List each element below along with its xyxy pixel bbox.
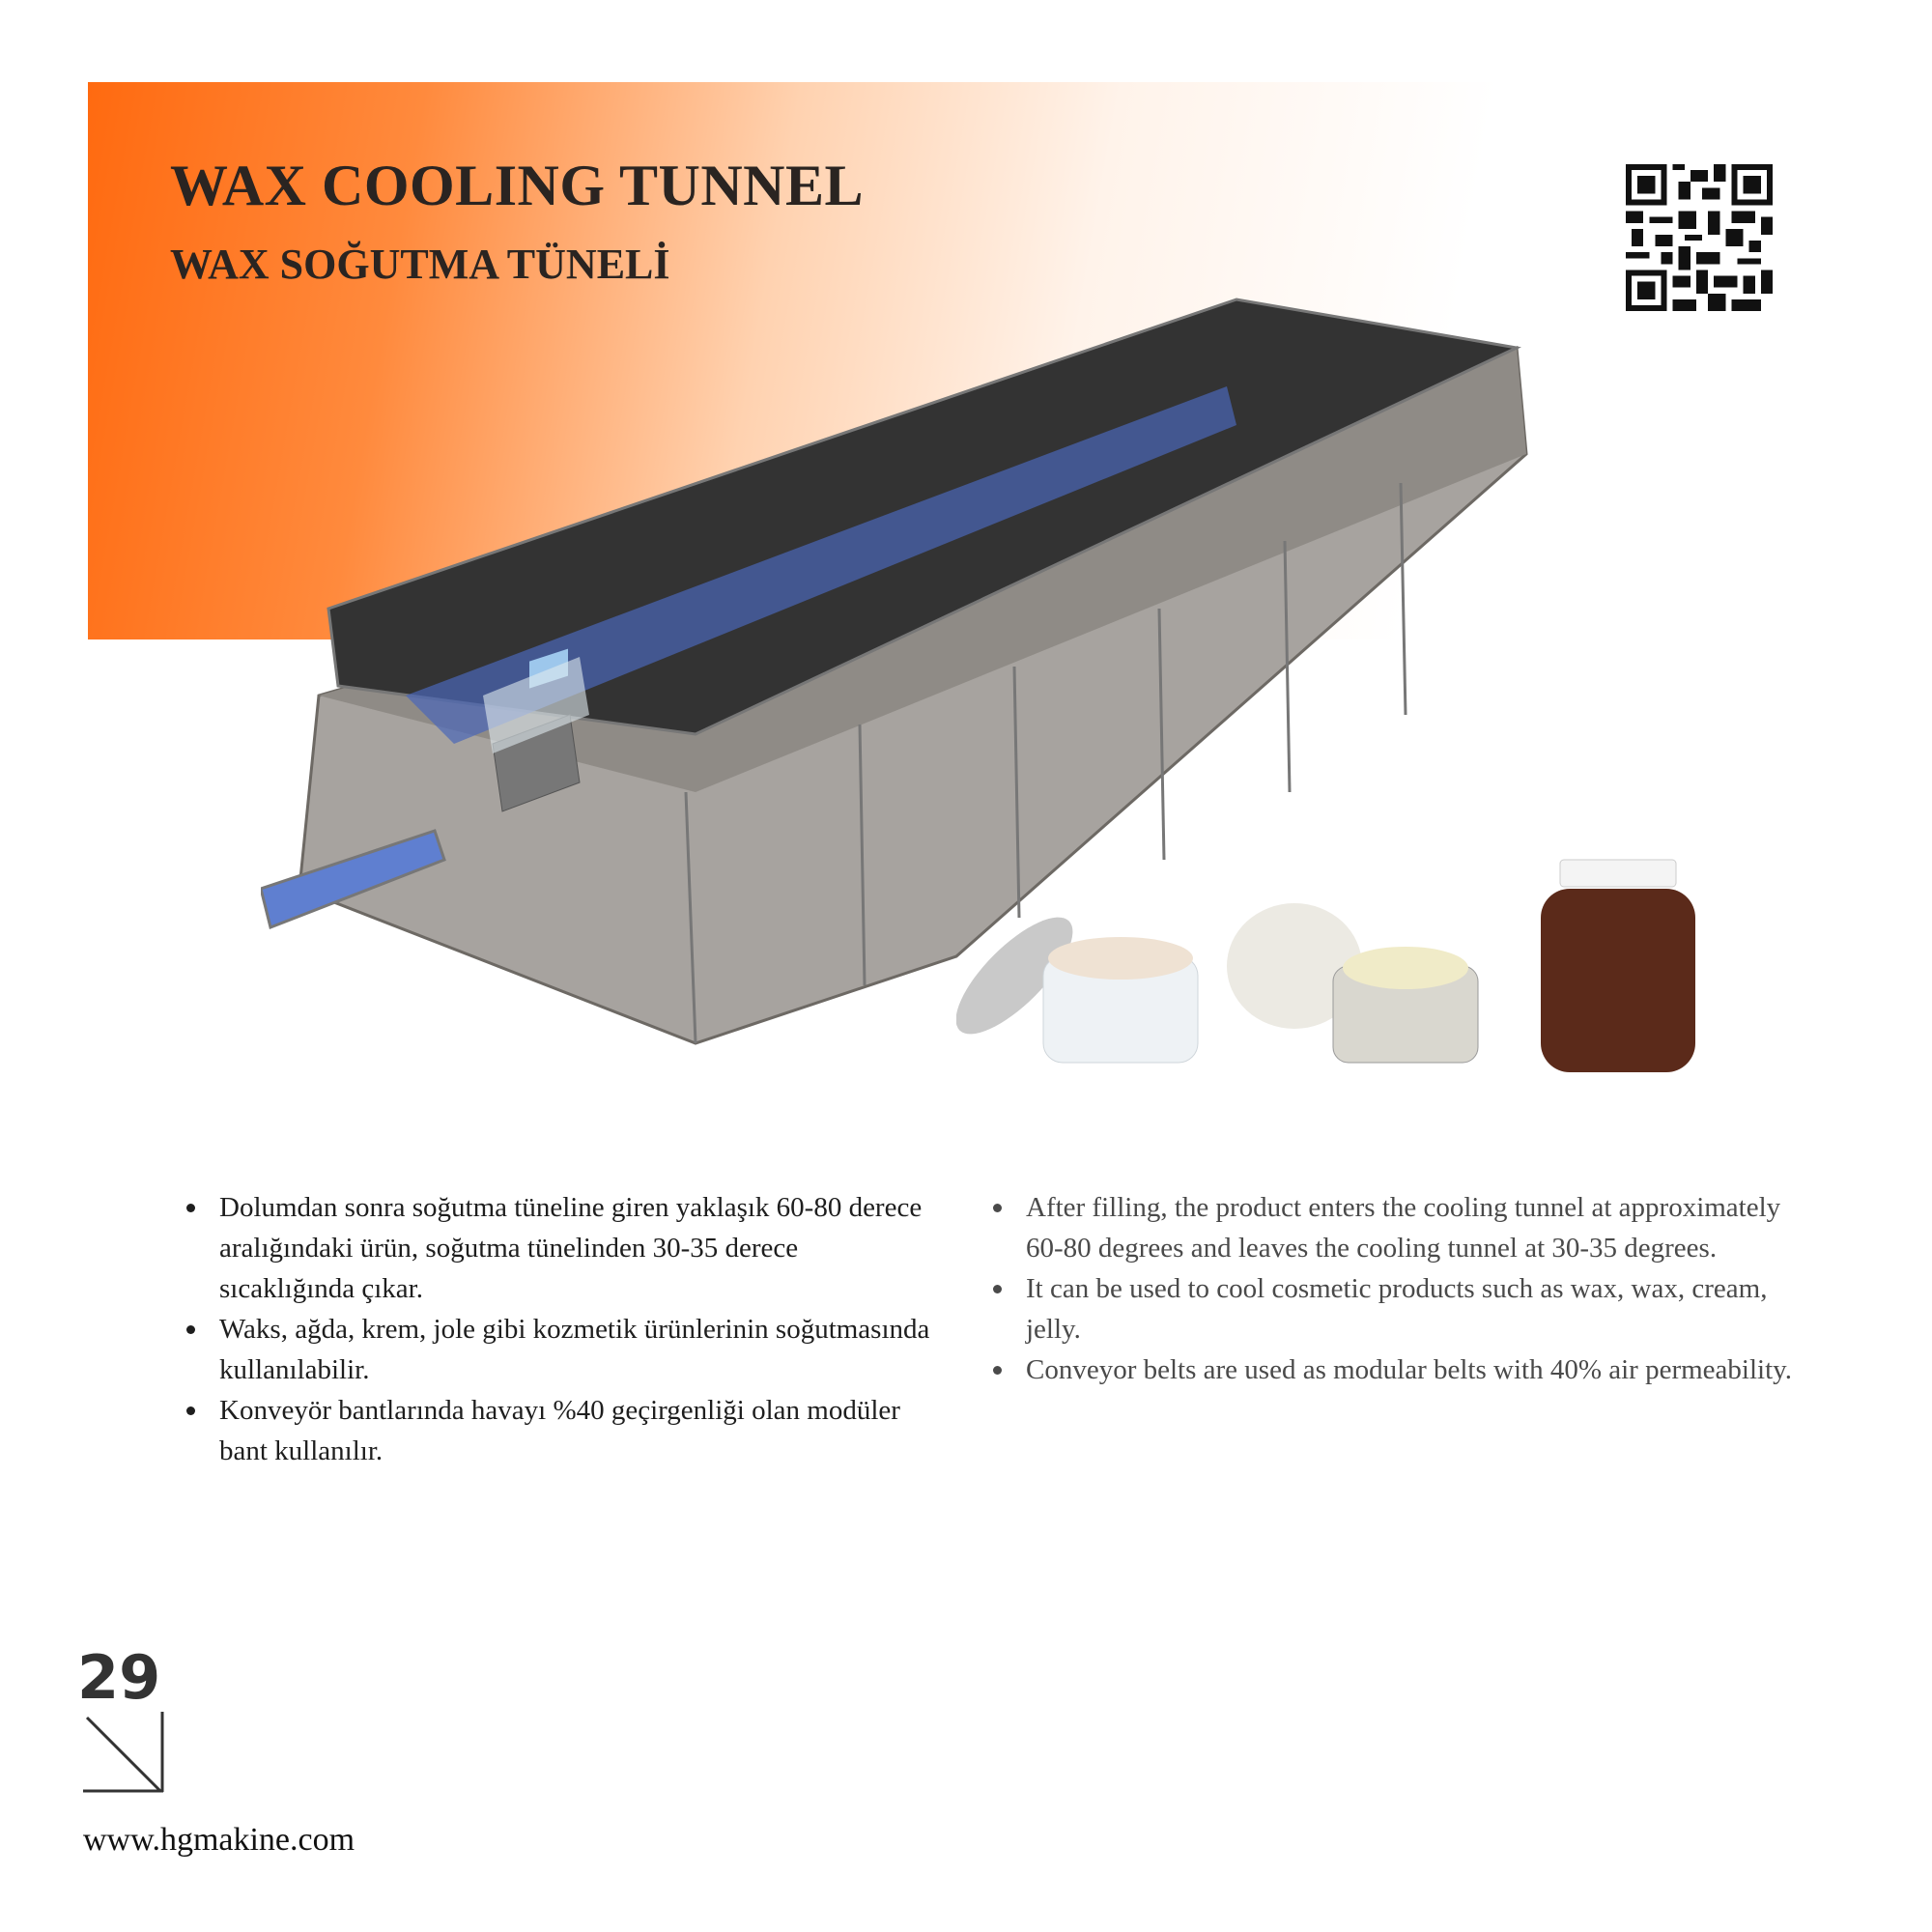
list-item: It can be used to cool cosmetic products…: [993, 1268, 1799, 1350]
website-link[interactable]: www.hgmakine.com: [83, 1822, 355, 1858]
product-jars-image: [956, 859, 1695, 1072]
page-number: 29: [77, 1642, 161, 1713]
list-item: Konveyör bantlarında havayı %40 geçirgen…: [186, 1390, 934, 1471]
turkish-description-list: Dolumdan sonra soğutma tüneline giren ya…: [186, 1187, 934, 1471]
list-item: After filling, the product enters the co…: [993, 1187, 1799, 1268]
qr-code[interactable]: [1626, 164, 1773, 311]
cooling-tunnel-machine-image: [261, 298, 1528, 1045]
page-subtitle: WAX SOĞUTMA TÜNELİ: [170, 241, 670, 288]
list-item: Dolumdan sonra soğutma tüneline giren ya…: [186, 1187, 934, 1309]
arrow-down-right-icon: [83, 1712, 164, 1793]
english-description-list: After filling, the product enters the co…: [993, 1187, 1799, 1390]
list-item: Waks, ağda, krem, jole gibi kozmetik ürü…: [186, 1309, 934, 1390]
page-title: WAX COOLING TUNNEL: [170, 154, 865, 217]
list-item: Conveyor belts are used as modular belts…: [993, 1350, 1799, 1390]
